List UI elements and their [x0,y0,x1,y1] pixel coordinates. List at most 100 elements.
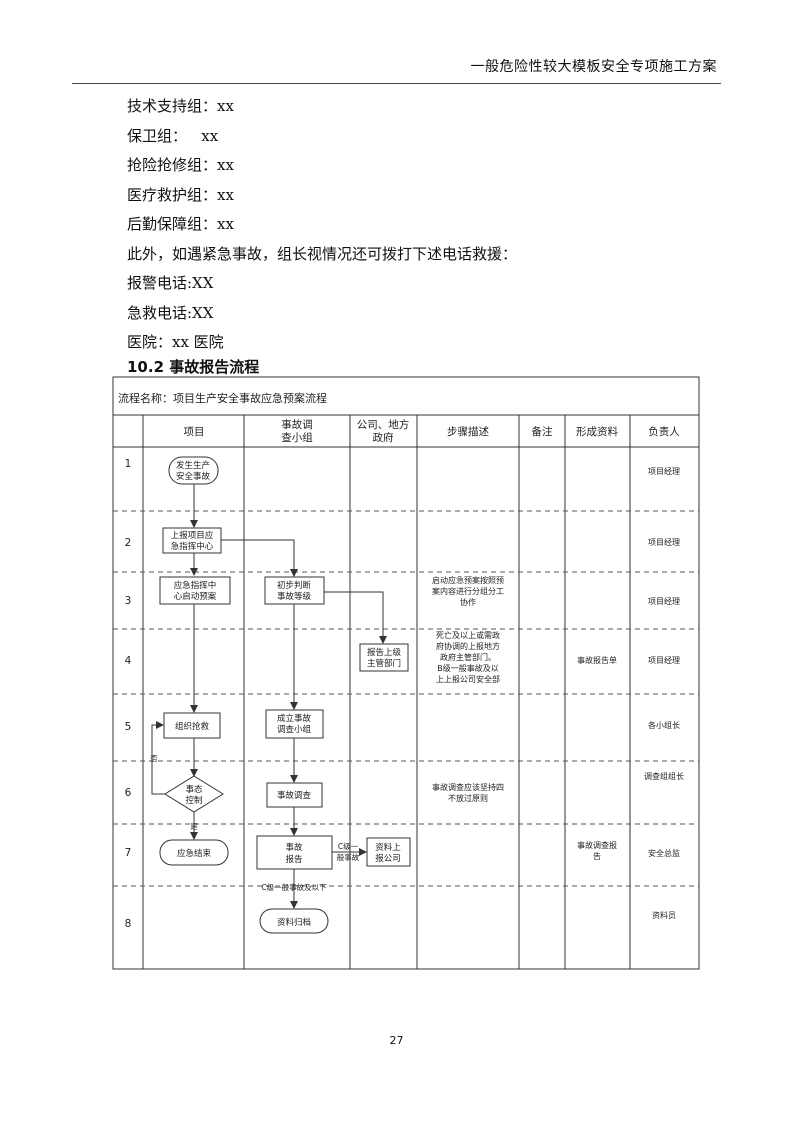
step-row3-line: 启动应急预案按照预 [432,575,504,585]
page-header-title: 一般危险性较大模板安全专项施工方案 [470,59,717,75]
node-plan-start [159,576,231,605]
document-row7-line: 事故调查报 [577,840,617,850]
contact-line: 报警电话:XX [127,274,214,292]
header-rule [72,83,721,84]
node-control-text-1: 事态 [185,784,203,795]
owner-row1: 项目经理 [648,466,680,476]
contact-line: 保卫组： xx [127,126,219,145]
node-report-center-text-2: 急指挥中心 [171,541,214,552]
node-plan-start-text-2: 心启动预案 [174,591,217,602]
node-report-company-text-2: 报公司 [375,853,401,864]
arrow-control-no-loop [151,721,165,795]
node-accident [168,456,219,485]
owner-row5: 各小组长 [648,720,680,730]
label-yes: 是 [190,822,198,831]
node-accident-report-text-1: 事故 [285,842,303,853]
col-header-investigation-1: 事故调 [281,418,313,431]
node-report-superior-text-1: 报告上级 [367,647,402,658]
node-accident-report-text-2: 报告 [285,854,302,865]
node-investigate-text: 事故调查 [277,790,312,801]
contact-line: 此外，如遇紧急事故，组长视情况还可拨打下述电话救援： [127,244,518,263]
node-plan-start-text-1: 应急指挥中 [174,580,217,591]
contact-line: 医院：xx 医院 [127,333,224,351]
section-heading: 10.2 事故报告流程 [127,358,260,376]
document-row4: 事故报告单 [577,655,617,665]
column-dividers [142,415,631,969]
contact-list: 技术支持组：xx 保卫组： xx 抢险抢修组：xx 医疗救护组：xx 后勤保障组… [127,92,517,358]
row-separators [113,510,699,887]
node-accident-report [256,835,333,870]
node-set-team-text-2: 调查小组 [277,724,312,735]
page-number: 27 [389,1034,404,1047]
contact-line: 抢险抢修组：xx [127,156,234,174]
owner-row8: 资料员 [652,910,676,920]
owner-row6: 调查组组长 [644,771,684,781]
flowchart: 流程名称：项目生产安全事故应急预案流程 项目 事故调 查小组 公司、地方 政府 … [112,374,702,970]
node-accident-text-1: 发生生产 [176,460,210,471]
step-row4-line: 死亡及以上或需政 [436,630,500,640]
col-header-remarks: 备注 [532,425,553,438]
owner-row2: 项目经理 [648,537,680,547]
label-below-c: C级一般事故及以下 [261,882,327,892]
node-archive [259,908,329,934]
node-end [159,839,229,866]
node-report-superior-text-2: 主管部门 [367,658,401,669]
row-number: 1 [125,458,132,470]
step-row4-line: 府协调的上报地方 [436,641,500,651]
node-accident-text-2: 安全事故 [176,471,211,482]
col-header-owner: 负责人 [648,425,680,438]
step-row4-line: 上上报公司安全部 [436,674,500,684]
node-set-team-text-1: 成立事故 [277,713,312,724]
arrow-report-to-judge [221,539,298,577]
step-row3-line: 案内容进行分组分工 [432,586,504,596]
step-row3-line: 协作 [460,597,476,607]
node-report-center-text-1: 上报项目应 [171,530,214,541]
row-number: 8 [125,918,132,930]
row-number: 7 [125,847,132,859]
arrow-judge-to-superior [324,591,387,644]
row-number: 5 [125,721,132,733]
owner-row3: 项目经理 [648,596,680,606]
step-row4-line: B级一般事故及以 [437,663,499,673]
contact-line: 后勤保障组：xx [127,215,234,233]
node-set-team [265,709,324,739]
owner-row4: 项目经理 [648,655,680,665]
row-number: 3 [125,595,132,607]
node-rescue [163,712,221,739]
node-report-superior [359,643,409,672]
node-report-center [162,527,222,554]
label-level-c-2: 般事故 [337,852,360,862]
node-investigate [266,782,323,808]
node-initial-judge-text-1: 初步判断 [277,580,312,591]
label-level-c-1: C级一 [338,841,359,851]
node-report-company [366,837,411,867]
col-header-steps: 步骤描述 [447,425,489,438]
node-initial-judge-text-2: 事故等级 [277,591,312,602]
flowchart-svg: 流程名称：项目生产安全事故应急预案流程 项目 事故调 查小组 公司、地方 政府 … [112,376,700,970]
flowchart-title: 流程名称：项目生产安全事故应急预案流程 [118,391,327,405]
col-header-documents: 形成资料 [576,425,618,438]
node-control [164,775,224,813]
row-number: 6 [125,787,132,799]
col-header-project: 项目 [184,426,205,438]
row-number: 4 [125,655,132,667]
col-header-government-2: 政府 [373,431,394,444]
contact-line: 急救电话:XX [127,303,214,322]
col-header-government-1: 公司、地方 [357,418,410,431]
node-report-company-text-1: 资料上 [375,842,401,853]
step-row6-line: 不放过原则 [448,793,488,803]
row-number: 2 [125,537,132,549]
step-row6-line: 事故调查应该坚持四 [432,782,504,792]
contact-line: 医疗救护组：xx [127,185,234,204]
node-control-text-2: 控制 [185,795,202,806]
node-end-text: 应急结束 [177,848,212,859]
step-row4-line: 政府主管部门。 [440,652,496,662]
col-header-investigation-2: 查小组 [281,431,313,444]
node-archive-text: 资料归档 [277,917,311,928]
contact-line: 技术支持组：xx [127,97,234,115]
document-row7-line: 告 [593,851,601,861]
node-rescue-text: 组织抢救 [175,721,210,732]
node-initial-judge [264,576,325,605]
owner-row7: 安全总监 [648,848,680,858]
label-no: 否 [150,754,158,763]
